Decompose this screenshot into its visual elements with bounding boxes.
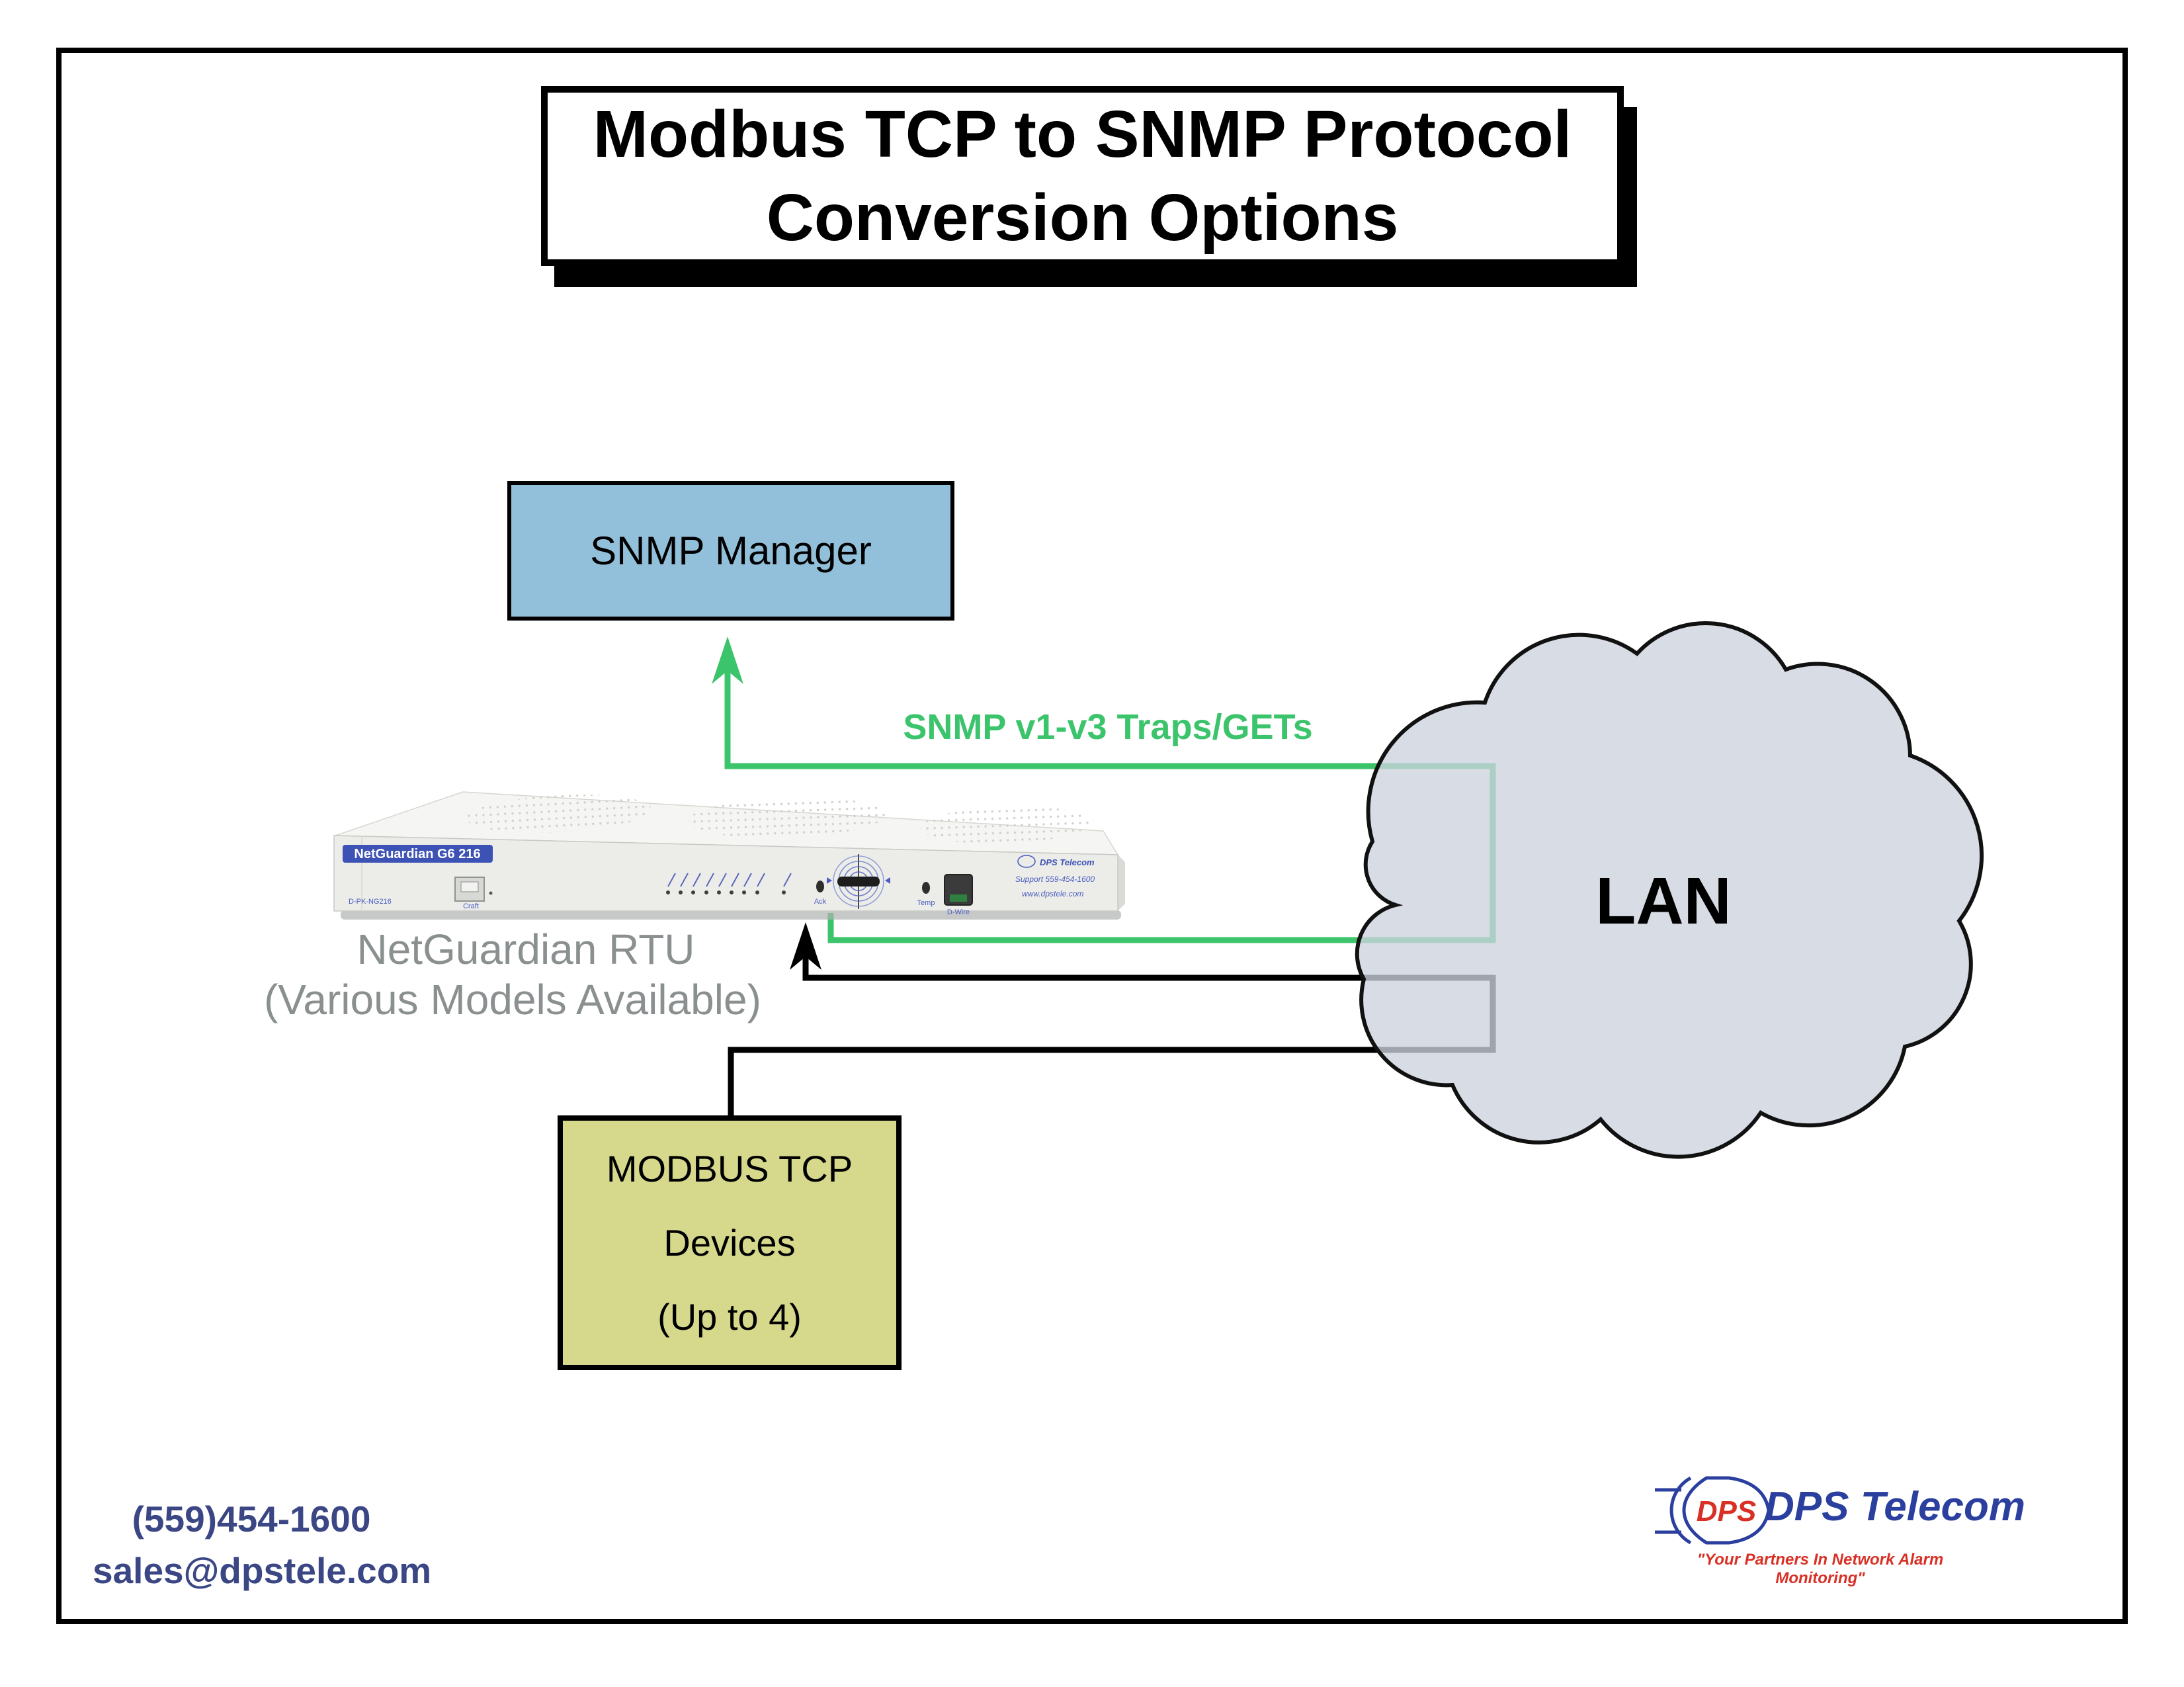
craft-usb-port: Craft [454,877,493,910]
device-caption-line-2: (Various Models Available) [264,976,761,1023]
footer-phone: (559)454-1600 [132,1498,371,1539]
device-caption-line-1: NetGuardian RTU [357,926,695,973]
dwire-port: D-Wire [944,874,973,916]
netguardian-device: NetGuardian G6 216 D-PK-NG216 Craft [333,791,1125,920]
led-row [667,873,792,887]
device-shadow [341,910,1121,920]
device-brand-block: DPS Telecom Support 559-454-1600 www.dps… [1015,855,1095,898]
snmp-flow-label: SNMP v1-v3 Traps/GETs [903,707,1313,747]
device-side-face [1118,855,1125,911]
ack-label: Ack [814,898,827,906]
temp-button [922,882,930,894]
lan-cloud-outline [1355,621,1984,1159]
device-model-code: D-PK-NG216 [349,898,392,906]
device-badge [343,845,493,863]
device-website: www.dpstele.com [1022,889,1083,898]
lan-cloud [1357,623,1982,1157]
dps-logo-mark-text: DPS [1697,1495,1756,1528]
device-vents [466,795,1090,844]
temp-label: Temp [917,899,935,907]
device-support: Support 559-454-1600 [1015,875,1095,884]
craft-label: Craft [463,902,479,910]
modbus-line-1: MODBUS TCP [606,1147,853,1190]
page-border [56,48,2128,1624]
dps-logo-name: DPS Telecom [1765,1484,2025,1530]
dps-logo-tagline: "Your Partners In Network Alarm Monitori… [1697,1551,1944,1587]
black-up-arrow-icon [790,922,821,970]
lan-label: LAN [1595,864,1732,938]
modbus-line-2: Devices [663,1221,796,1264]
ack-button [816,881,824,892]
green-up-arrow-icon [712,636,743,684]
modbus-line-3: (Up to 4) [657,1295,802,1338]
footer-email: sales@dpstele.com [93,1550,432,1591]
device-brand: DPS Telecom [1040,857,1095,867]
device-badge-label: NetGuardian G6 216 [354,847,480,861]
title-line-2: Conversion Options [766,181,1399,255]
modbus-devices-box: MODBUS TCP Devices (Up to 4) [558,1115,902,1370]
snmp-manager-label: SNMP Manager [590,529,872,573]
dwire-label: D-Wire [947,908,970,916]
snmp-manager-box: SNMP Manager [507,481,954,621]
led-dots [666,890,786,894]
title-line-1: Modbus TCP to SNMP Protocol [593,97,1572,171]
title-box: Modbus TCP to SNMP Protocol Conversion O… [541,86,1624,266]
dps-logo-mark: DPS [1655,1476,1771,1545]
speaker-icon [827,854,890,909]
